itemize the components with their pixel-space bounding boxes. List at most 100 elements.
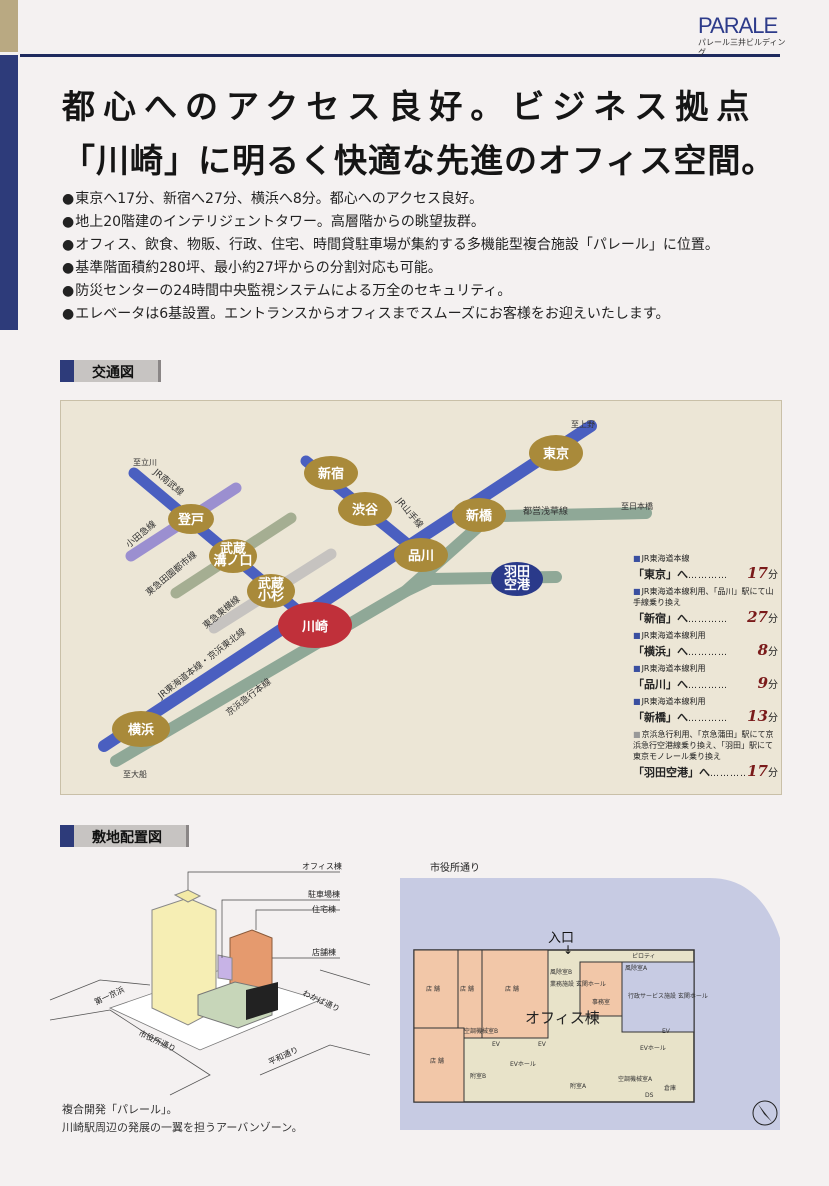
feature-item: 防災センターの24時間中央監視システムによる万全のセキュリティ。 — [62, 280, 719, 303]
direction-ueno: 至上野 — [571, 420, 595, 429]
station-tokyo: 東京 — [529, 435, 583, 471]
svg-text:小杉: 小杉 — [258, 588, 284, 604]
building-label: オフィス棟 — [525, 1009, 600, 1027]
site-isometric-drawing: オフィス棟 駐車場棟 住宅棟 店舗棟 第一京浜 市役所通り わかば通り 平和通り — [49, 861, 371, 1096]
ev-hall-label: EVホール — [510, 1061, 536, 1068]
label-office: オフィス棟 — [302, 861, 342, 871]
station-shinagawa: 品川 — [394, 538, 448, 572]
svg-text:登戸: 登戸 — [177, 512, 204, 528]
svg-text:東京: 東京 — [543, 446, 569, 462]
label-yamanote: JR山手線 — [393, 494, 426, 530]
room-shop — [481, 949, 549, 1039]
section-heading-access: 交通図 — [60, 360, 161, 382]
station-noborito: 登戸 — [168, 504, 214, 534]
ev-hall-label: EVホール — [640, 1045, 666, 1052]
svg-text:武蔵: 武蔵 — [258, 576, 284, 592]
headline-line-1: 都心へのアクセス良好。ビジネス拠点 — [62, 87, 758, 126]
office-tower — [151, 889, 217, 1026]
station-yokohama: 横浜 — [112, 711, 170, 747]
station-haneda: 羽田空港 — [491, 562, 543, 596]
machine-b-label: 空調機械室B — [464, 1027, 498, 1035]
line-keikyu — [110, 507, 652, 767]
access-map: 東京 新宿 渋谷 新橋 品川 羽田空港 登戸 武蔵溝ノ口 武蔵小杉 川崎 横浜 … — [60, 400, 782, 795]
svg-text:渋谷: 渋谷 — [352, 502, 379, 518]
logo-text: PARALE — [698, 13, 778, 38]
ev-label: EV — [538, 1041, 547, 1048]
shop-label: 店 舗 — [460, 985, 474, 993]
heading-label: 交通図 — [74, 360, 161, 382]
site-caption: 複合開発「パレール」。 川崎駅周辺の発展の一翼を担うアーバンゾーン。 — [62, 1103, 303, 1134]
public-hall-label: 業務施設 玄関ホール — [550, 980, 606, 988]
heading-square-icon — [60, 825, 74, 847]
section-heading-site: 敷地配置図 — [60, 825, 189, 847]
svg-text:羽田: 羽田 — [504, 565, 530, 580]
sidebar-bar — [0, 55, 18, 330]
direction-tachikawa: 至立川 — [133, 457, 157, 467]
svg-text:横浜: 横浜 — [128, 722, 154, 738]
ground-floor-plan: 店 舗店 舗店 舗店 舗 風除室B 業務施設 玄関ホール 事務室 行政サービス施… — [400, 878, 780, 1130]
logo-subtitle: パレール三井ビルディング — [698, 38, 786, 57]
legend-item-tokyo: JR東海道本線 「東京」へ…………17分 — [633, 553, 778, 582]
legend-item-haneda: 京浜急行利用、「京急蒲田」駅にて京浜急行空港線乗り換え、「羽田」駅にて東京モノレ… — [633, 729, 778, 780]
annex-a-label: 附室A — [570, 1082, 587, 1090]
north-arrow-icon — [752, 1100, 778, 1126]
station-kawasaki: 川崎 — [278, 602, 352, 648]
svg-text:空港: 空港 — [504, 577, 531, 593]
label-retail: 店舗棟 — [312, 947, 336, 957]
svg-text:新宿: 新宿 — [318, 466, 344, 482]
heading-label: 敷地配置図 — [74, 825, 189, 847]
brand-logo: PARALE パレール三井ビルディング — [698, 13, 788, 58]
shop-label: 店 舗 — [426, 985, 440, 993]
feature-item: オフィス、飲食、物販、行政、住宅、時間貸駐車場が集約する多機能型複合施設「パレー… — [62, 234, 719, 257]
station-shinjuku: 新宿 — [304, 456, 358, 490]
feature-item: 地上20階建のインテリジェントタワー。高層階からの眺望抜群。 — [62, 211, 719, 234]
shop-label: 店 舗 — [430, 1057, 444, 1065]
feature-list: 東京へ17分、新宿へ27分、横浜へ8分。都心へのアクセス良好。 地上20階建のイ… — [62, 188, 719, 326]
legend-item-shimbashi: JR東海道本線利用 「新橋」へ…………13分 — [633, 696, 778, 725]
windroom-a-label: 風除室A — [625, 964, 648, 972]
header-rule — [20, 54, 780, 57]
ev-label: EV — [492, 1041, 501, 1048]
feature-item: 東京へ17分、新宿へ27分、横浜へ8分。都心へのアクセス良好。 — [62, 188, 719, 211]
label-parking: 駐車場棟 — [308, 889, 340, 899]
plan-road-label: 市役所通り — [430, 863, 480, 874]
ds-label: DS — [645, 1092, 654, 1099]
station-shimbashi: 新橋 — [452, 498, 506, 532]
machine-a-label: 空調機械室A — [618, 1075, 653, 1083]
pilotis-label: ピロティ — [632, 953, 656, 960]
line-tokaido — [98, 420, 597, 752]
entrance-label: 入口 — [548, 931, 574, 946]
windroom-b-label: 風除室B — [550, 968, 572, 976]
heading-square-icon — [60, 360, 74, 382]
room-admin-hall — [621, 961, 695, 1033]
travel-time-legend: JR東海道本線 「東京」へ…………17分 JR東海道本線利用、「品川」駅にて山手… — [633, 553, 778, 784]
storage-label: 倉庫 — [664, 1084, 676, 1092]
ev-label: EV — [662, 1028, 671, 1035]
direction-ofuna: 至大船 — [123, 769, 147, 779]
retail-building-annex — [246, 982, 278, 1020]
room-shop — [457, 949, 483, 1039]
feature-item: 基準階面積約280坪、最小約27坪からの分割対応も可能。 — [62, 257, 719, 280]
room-shop — [413, 949, 459, 1029]
label-asakusa: 都営浅草線 — [523, 505, 568, 517]
legend-item-shinagawa: JR東海道本線利用 「品川」へ…………9分 — [633, 663, 778, 692]
office-room-label: 事務室 — [592, 998, 610, 1006]
room-office — [579, 961, 623, 1017]
annex-b-label: 附室B — [470, 1072, 486, 1080]
svg-text:武蔵: 武蔵 — [220, 541, 246, 557]
svg-text:品川: 品川 — [408, 549, 434, 564]
feature-item: エレベータは6基設置。エントランスからオフィスまでスムーズにお客様をお迎えいたし… — [62, 303, 719, 326]
arrow-down-icon: ↓ — [563, 943, 573, 957]
shop-label: 店 舗 — [505, 985, 519, 993]
parking-building — [217, 954, 233, 981]
room-shop — [413, 1027, 465, 1103]
legend-item-shinjuku: JR東海道本線利用、「品川」駅にて山手線乗り換え 「新宿」へ…………27分 — [633, 586, 778, 626]
admin-hall-label: 行政サービス施設 玄関ホール — [628, 992, 708, 1000]
label-housing: 住宅棟 — [312, 904, 336, 914]
headline-line-2: 「川崎」に明るく快適な先進のオフィス空間。 — [62, 141, 776, 180]
svg-text:川崎: 川崎 — [301, 619, 328, 635]
direction-nihonbashi: 至日本橋 — [621, 501, 653, 511]
